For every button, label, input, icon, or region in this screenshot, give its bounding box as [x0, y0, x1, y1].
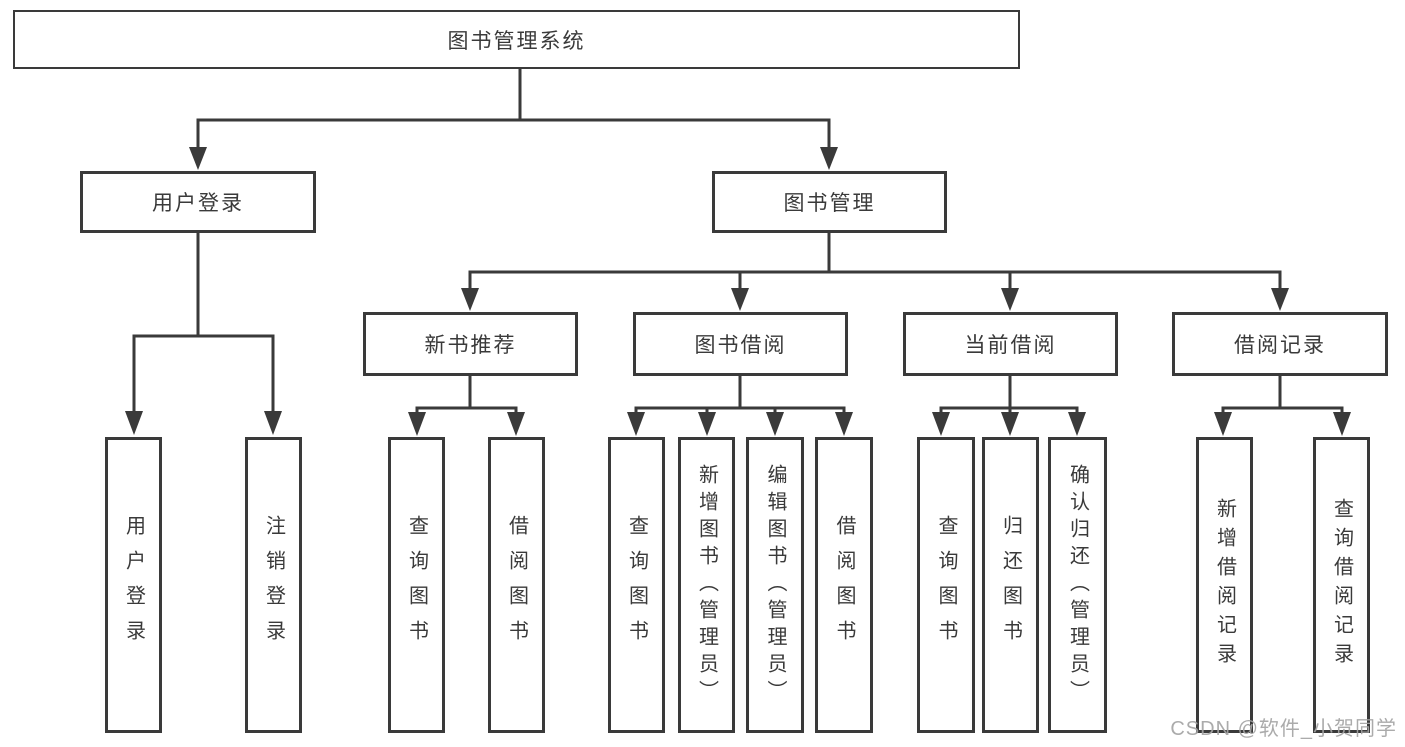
leaf-confirm-return-admin: 确认归还（管理员）	[1048, 437, 1107, 733]
leaf-user-login: 用户登录	[105, 437, 162, 733]
leaf-add-borrow-record: 新增借阅记录	[1196, 437, 1253, 733]
node-label: 新书推荐	[424, 334, 517, 357]
node-root-label: 图书管理系统	[447, 29, 586, 53]
leaf-logout: 注销登录	[245, 437, 302, 733]
leaf-label: 确认归还（管理员）	[1066, 463, 1089, 707]
node-current-borrowing: 当前借阅	[903, 312, 1118, 376]
leaf-label: 新增图书（管理员）	[695, 463, 718, 707]
node-label: 当前借阅	[964, 334, 1057, 357]
node-label: 借阅记录	[1234, 334, 1326, 357]
leaf-label: 用户登录	[122, 515, 145, 655]
leaf-label: 归还图书	[999, 515, 1022, 655]
node-new-book-recommend: 新书推荐	[363, 312, 578, 376]
leaf-return-books: 归还图书	[982, 437, 1039, 733]
leaf-edit-books-admin: 编辑图书（管理员）	[746, 437, 804, 733]
leaf-label: 编辑图书（管理员）	[764, 463, 786, 707]
leaf-label: 借阅图书	[833, 515, 855, 655]
leaf-label: 借阅图书	[505, 515, 528, 655]
leaf-label: 注销登录	[262, 515, 285, 655]
leaf-label: 查询借阅记录	[1330, 498, 1353, 672]
leaf-borrow-books: 借阅图书	[815, 437, 873, 733]
leaf-query-borrow-record: 查询借阅记录	[1313, 437, 1370, 733]
node-root-system: 图书管理系统	[13, 10, 1020, 69]
leaf-label: 查询图书	[405, 515, 428, 655]
node-label: 用户登录	[152, 192, 244, 215]
leaf-query-books-borrow: 查询图书	[608, 437, 665, 733]
node-label: 图书借阅	[694, 334, 787, 357]
node-book-borrowing: 图书借阅	[633, 312, 848, 376]
leaf-label: 查询图书	[935, 515, 957, 655]
leaf-add-books-admin: 新增图书（管理员）	[678, 437, 735, 733]
node-label: 图书管理	[783, 192, 876, 215]
csdn-watermark: CSDN @软件_小贺同学	[1170, 718, 1397, 740]
leaf-label: 新增借阅记录	[1213, 498, 1236, 672]
node-user-login-branch: 用户登录	[80, 171, 316, 233]
leaf-query-books-recommend: 查询图书	[388, 437, 445, 733]
node-borrowing-records: 借阅记录	[1172, 312, 1388, 376]
leaf-label: 查询图书	[625, 515, 648, 655]
arrowhead-icons	[125, 147, 1351, 436]
leaf-query-books-current: 查询图书	[917, 437, 975, 733]
node-book-management-branch: 图书管理	[712, 171, 947, 233]
leaf-borrow-books-recommend: 借阅图书	[488, 437, 545, 733]
